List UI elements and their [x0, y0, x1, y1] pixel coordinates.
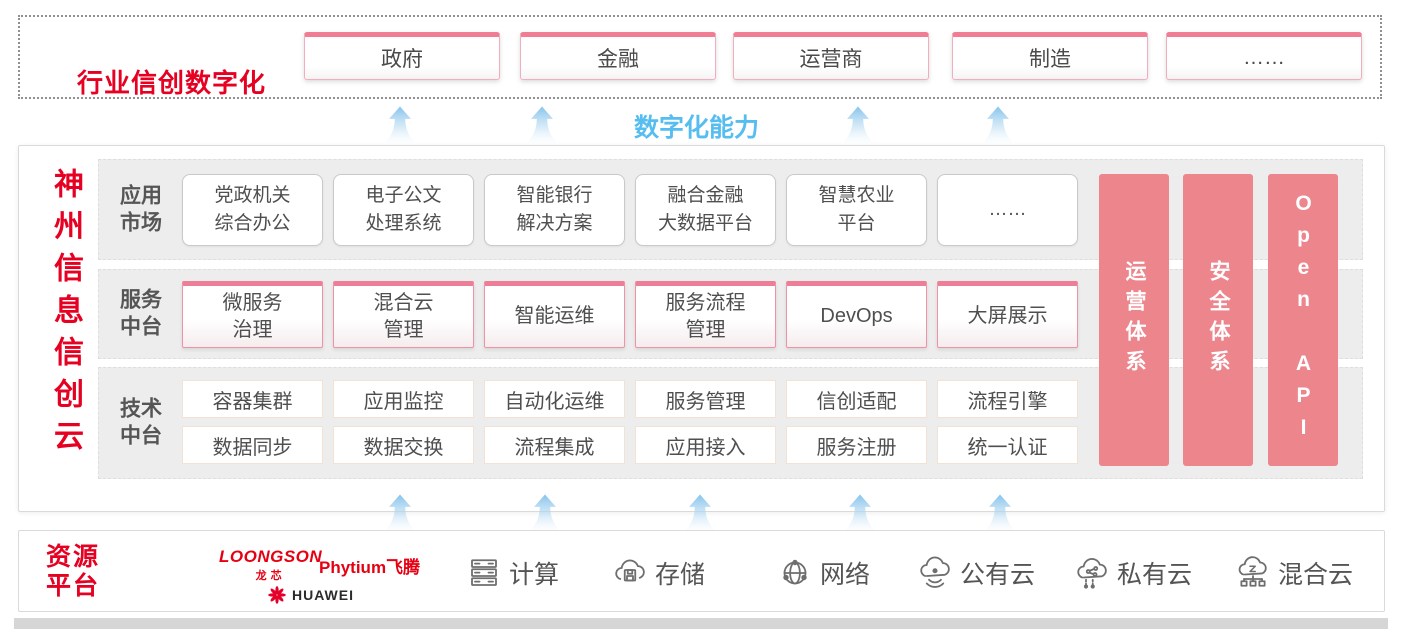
loongson-logo: LOONGSON 龙芯	[219, 547, 322, 583]
platform-container: 神州信息信创云 应用 市场 党政机关 综合办公 电子公文 处理系统 智能银行 解…	[18, 145, 1385, 512]
pillar-open-api: Open API	[1268, 174, 1338, 466]
pillar-label: 运营体系	[1123, 260, 1146, 380]
up-arrow-icon	[979, 106, 1017, 144]
industry-box-more: ……	[1166, 32, 1362, 80]
resource-label: 私有云	[1117, 561, 1193, 589]
industry-box-government: 政府	[304, 32, 500, 80]
resource-label: 存储	[655, 561, 706, 589]
band-label: 服务 中台	[120, 288, 162, 339]
tech-box: 服务注册	[786, 426, 927, 464]
industry-box-finance: 金融	[520, 32, 716, 80]
resource-item-hybrid-cloud: 混合云	[1235, 553, 1353, 593]
platform-side-title: 神州信息信创云	[49, 168, 82, 462]
band-app-market: 应用 市场 党政机关 综合办公 电子公文 处理系统 智能银行 解决方案 融合金融…	[98, 159, 1363, 260]
up-arrow-icon	[981, 494, 1019, 532]
huawei-flower-icon	[268, 586, 286, 604]
service-box: 智能运维	[484, 281, 625, 348]
resource-label: 网络	[820, 561, 871, 589]
pillar-label: 安全体系	[1207, 260, 1230, 380]
network-icon	[783, 559, 807, 585]
bottom-divider-bar	[14, 618, 1388, 629]
up-arrow-icon	[841, 494, 879, 532]
industry-box-manufacturing: 制造	[952, 32, 1148, 80]
up-arrow-icon	[681, 494, 719, 532]
loongson-wordmark: LOONGSON	[219, 547, 323, 566]
industry-banner: 行业信创数字化	[18, 15, 1382, 99]
huawei-logo: HUAWEI	[267, 585, 354, 605]
app-box: 智慧农业 平台	[786, 174, 927, 246]
up-arrow-icon	[381, 106, 419, 144]
app-box: 电子公文 处理系统	[333, 174, 474, 246]
up-arrow-icon	[839, 106, 877, 144]
tech-box: 统一认证	[937, 426, 1078, 464]
industry-label: ……	[1243, 46, 1285, 69]
band-service-platform: 服务 中台 微服务 治理 混合云 管理 智能运维 服务流程 管理 DevOps …	[98, 269, 1363, 359]
resource-item-public-cloud: 公有云	[917, 553, 1035, 593]
tech-box: 服务管理	[635, 380, 776, 418]
tech-box: 信创适配	[786, 380, 927, 418]
app-box: 智能银行 解决方案	[484, 174, 625, 246]
service-box: 大屏展示	[937, 281, 1078, 348]
app-box: 党政机关 综合办公	[182, 174, 323, 246]
service-box: DevOps	[786, 281, 927, 348]
banner-title: 行业信创数字化	[77, 68, 267, 98]
tech-box: 应用接入	[635, 426, 776, 464]
industry-label: 运营商	[799, 48, 863, 71]
resource-item-network: 网络	[777, 553, 870, 593]
tech-box: 流程引擎	[937, 380, 1078, 418]
resource-item-private-cloud: 私有云	[1074, 553, 1192, 593]
loongson-chinese: 龙芯	[255, 570, 286, 582]
industry-box-operator: 运营商	[733, 32, 929, 80]
up-arrow-icon	[381, 494, 419, 532]
band-label: 应用 市场	[120, 184, 162, 235]
service-box: 混合云 管理	[333, 281, 474, 348]
phytium-wordmark: Phytium飞腾	[319, 558, 421, 577]
industry-label: 制造	[1029, 48, 1071, 71]
service-box: 微服务 治理	[182, 281, 323, 348]
pillar-operations: 运营体系	[1099, 174, 1169, 466]
capability-label: 数字化能力	[634, 114, 760, 142]
storage-icon	[615, 559, 645, 582]
resources-title: 资源 平台	[46, 543, 101, 600]
resource-label: 混合云	[1278, 561, 1354, 589]
hybrid-cloud-icon	[1238, 556, 1267, 587]
huawei-wordmark: HUAWEI	[292, 587, 354, 603]
service-box: 服务流程 管理	[635, 281, 776, 348]
resource-item-compute: 计算	[466, 553, 559, 593]
private-cloud-icon	[1077, 558, 1107, 589]
band-tech-platform: 技术 中台 容器集群 应用监控 自动化运维 服务管理 信创适配 流程引擎 数据同…	[98, 367, 1363, 479]
band-label: 技术 中台	[120, 397, 162, 448]
resource-label: 公有云	[960, 561, 1036, 589]
tech-box: 自动化运维	[484, 380, 625, 418]
tech-box: 容器集群	[182, 380, 323, 418]
industry-label: 金融	[597, 48, 639, 71]
tech-box: 流程集成	[484, 426, 625, 464]
pillar-security: 安全体系	[1183, 174, 1253, 466]
app-box: 融合金融 大数据平台	[635, 174, 776, 246]
industry-label: 政府	[381, 48, 423, 71]
phytium-logo: Phytium飞腾	[319, 553, 420, 578]
up-arrow-icon	[523, 106, 561, 144]
tech-box: 数据同步	[182, 426, 323, 464]
public-cloud-icon	[920, 556, 950, 588]
resource-item-storage: 存储	[612, 553, 705, 593]
tech-box: 数据交换	[333, 426, 474, 464]
tech-box: 应用监控	[333, 380, 474, 418]
up-arrow-icon	[526, 494, 564, 532]
app-box-more: ……	[937, 174, 1078, 246]
pillar-label: Open API	[1292, 192, 1315, 448]
resource-platform-container: 资源 平台 LOONGSON 龙芯 Phytium飞腾 HU	[18, 530, 1385, 612]
resource-label: 计算	[509, 561, 560, 589]
compute-icon	[471, 559, 497, 586]
